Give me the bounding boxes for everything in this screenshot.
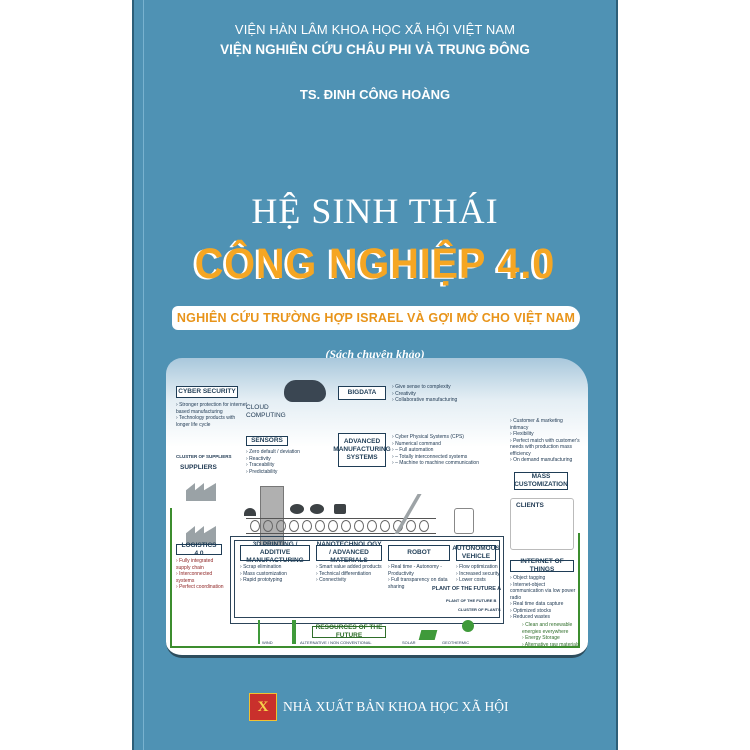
institute-name: VIỆN NGHIÊN CỨU CHÂU PHI VÀ TRUNG ĐÔNG bbox=[220, 42, 530, 57]
3d-printing-box: 3D PRINTING / ADDITIVE MANUFACTURING bbox=[240, 541, 310, 564]
factory-icon bbox=[186, 483, 216, 501]
title-line-1: HỆ SINH THÁI bbox=[251, 191, 499, 231]
plant-b-label: PLANT OF THE FUTURE B bbox=[446, 598, 497, 603]
3d-printing-bullets: Scrap elimination Mass customization Rap… bbox=[240, 564, 310, 584]
cyber-security-bullets: Stronger protection for internet based m… bbox=[176, 402, 248, 428]
solar-panel-icon bbox=[418, 630, 438, 640]
geothermic-label: GEOTHERMIC bbox=[442, 640, 470, 645]
cluster-of-plants-frame bbox=[230, 536, 504, 624]
cloud-icon bbox=[284, 380, 326, 402]
object-icon bbox=[334, 504, 346, 514]
publisher-footer: X NHÀ XUẤT BẢN KHOA HỌC XÃ HỘI bbox=[249, 692, 509, 722]
robot-box: ROBOT bbox=[388, 545, 450, 561]
subtitle: NGHIÊN CỨU TRƯỜNG HỢP ISRAEL VÀ GỢI MỞ C… bbox=[176, 311, 576, 325]
autonomous-vehicle-bullets: Flow optimization Increased security Low… bbox=[456, 564, 500, 584]
resources-box: RESOURCES OF THE FUTURE bbox=[312, 624, 386, 639]
suppliers-label: SUPPLIERS bbox=[180, 464, 217, 471]
organization-name: VIỆN HÀN LÂM KHOA HỌC XÃ HỘI VIỆT NAM bbox=[234, 22, 516, 37]
resources-bullets: Clean and renewable energies everywhere … bbox=[522, 622, 582, 648]
advanced-manufacturing-bullets: Cyber Physical Systems (CPS) Numerical c… bbox=[392, 434, 492, 467]
cluster-of-suppliers-label: CLUSTER OF SUPPLIERS bbox=[176, 454, 232, 459]
industry-4-diagram: CYBER SECURITY Stronger protection for i… bbox=[166, 358, 588, 658]
mass-customization-box: MASS CUSTOMIZATION bbox=[514, 472, 568, 490]
tower-icon bbox=[292, 620, 296, 644]
autonomous-vehicle-box: AUTONOMOUS VEHICLE bbox=[452, 545, 500, 561]
plant-a-label: PLANT OF THE FUTURE A bbox=[432, 586, 502, 592]
clients-label: CLIENTS bbox=[516, 502, 544, 509]
logistics-bullets: Fully integrated supply chain Interconne… bbox=[176, 558, 228, 591]
forklift-icon bbox=[454, 508, 474, 534]
nanotechnology-box: NANOTECHNOLOGY / ADVANCED MATERIALS bbox=[316, 541, 382, 564]
book-cover: VIỆN HÀN LÂM KHOA HỌC XÃ HỘI VIỆT NAM VI… bbox=[132, 0, 618, 750]
cloud-computing-label: CLOUD COMPUTING bbox=[246, 404, 286, 419]
sensors-box: SENSORS bbox=[246, 436, 288, 446]
geothermic-tree-icon bbox=[462, 620, 474, 632]
cluster-of-plants-label: CLUSTER OF PLANTS bbox=[458, 607, 501, 612]
robot-bullets: Real time - Autonomy - Productivity Full… bbox=[388, 564, 454, 590]
advanced-manufacturing-box: ADVANCED MANUFACTURING SYSTEMS bbox=[333, 433, 391, 467]
robot-arm-icon bbox=[394, 494, 446, 534]
dome-object-icon bbox=[244, 508, 256, 516]
publisher-logo-icon: X bbox=[249, 693, 277, 721]
cyber-security-box: CYBER SECURITY bbox=[176, 386, 238, 398]
bigdata-box: BIGDATA bbox=[338, 386, 386, 400]
solar-label: SOLAR bbox=[402, 640, 416, 645]
spine-crease bbox=[143, 0, 144, 750]
title-line-2: CÔNG NGHIỆP 4.0 bbox=[194, 240, 556, 288]
nanotechnology-bullets: Smart value added products Technical dif… bbox=[316, 564, 386, 584]
genre-label: (Sách chuyên khảo) bbox=[325, 347, 425, 361]
subtitle-banner: NGHIÊN CỨU TRƯỜNG HỢP ISRAEL VÀ GỢI MỞ C… bbox=[172, 306, 580, 330]
object-icon bbox=[290, 504, 304, 514]
internet-of-things-box: INTERNET OF THINGS bbox=[510, 558, 574, 573]
machine-icon bbox=[260, 486, 284, 548]
green-loop-right bbox=[578, 533, 580, 648]
factory-icon bbox=[186, 526, 216, 544]
author-name: TS. ĐINH CÔNG HOÀNG bbox=[299, 87, 451, 102]
clients-area bbox=[510, 498, 574, 550]
alternative-label: ALTERNATIVE / NON CONVENTIONAL bbox=[300, 640, 372, 645]
mass-customization-bullets: Customer & marketing intimacy Flexibilit… bbox=[510, 418, 582, 464]
green-loop-left bbox=[170, 508, 172, 648]
wind-turbine-icon bbox=[258, 620, 260, 644]
conveyor-belt bbox=[246, 518, 436, 534]
logistics-box: LOGISTICS 4.0 bbox=[176, 542, 222, 557]
object-icon bbox=[310, 504, 324, 514]
bigdata-bullets: Give sense to complexity Creativity Coll… bbox=[392, 384, 482, 404]
wind-label: WIND bbox=[262, 640, 273, 645]
sensors-bullets: Zero default / deviation Reactivity Trac… bbox=[246, 449, 306, 475]
internet-of-things-bullets: Object tagging Internet-object communica… bbox=[510, 575, 580, 621]
green-loop-bottom bbox=[170, 646, 580, 648]
publisher-name: NHÀ XUẤT BẢN KHOA HỌC XÃ HỘI bbox=[283, 699, 509, 714]
